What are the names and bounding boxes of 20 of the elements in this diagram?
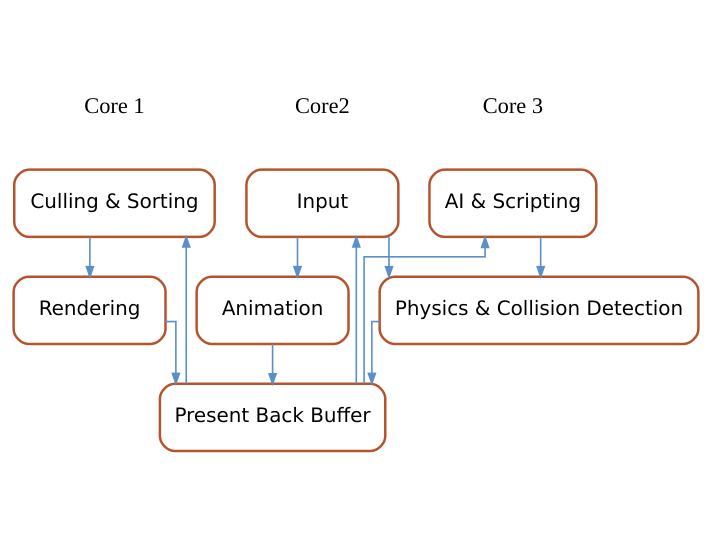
arrow xyxy=(292,237,302,280)
arrow xyxy=(182,234,191,384)
arrow xyxy=(384,237,394,280)
label: Core 3 xyxy=(482,92,544,118)
arrow xyxy=(166,320,180,386)
arrow xyxy=(352,234,361,384)
node-box: Rendering xyxy=(12,275,167,346)
arrow xyxy=(363,235,490,384)
label: Core 1 xyxy=(84,92,145,118)
arrow xyxy=(268,344,278,386)
node-box: Animation xyxy=(195,275,350,346)
arrow xyxy=(85,237,94,280)
node-box: Culling & Sorting xyxy=(13,168,216,238)
arrow xyxy=(536,237,546,280)
node-box: AI & Scripting xyxy=(428,168,598,238)
arrow xyxy=(367,320,380,386)
node-box: Input xyxy=(245,168,400,238)
node-box: Present Back Buffer xyxy=(158,382,386,452)
label: Core2 xyxy=(295,92,350,118)
node-box: Physics & Collision Detection xyxy=(378,275,700,346)
